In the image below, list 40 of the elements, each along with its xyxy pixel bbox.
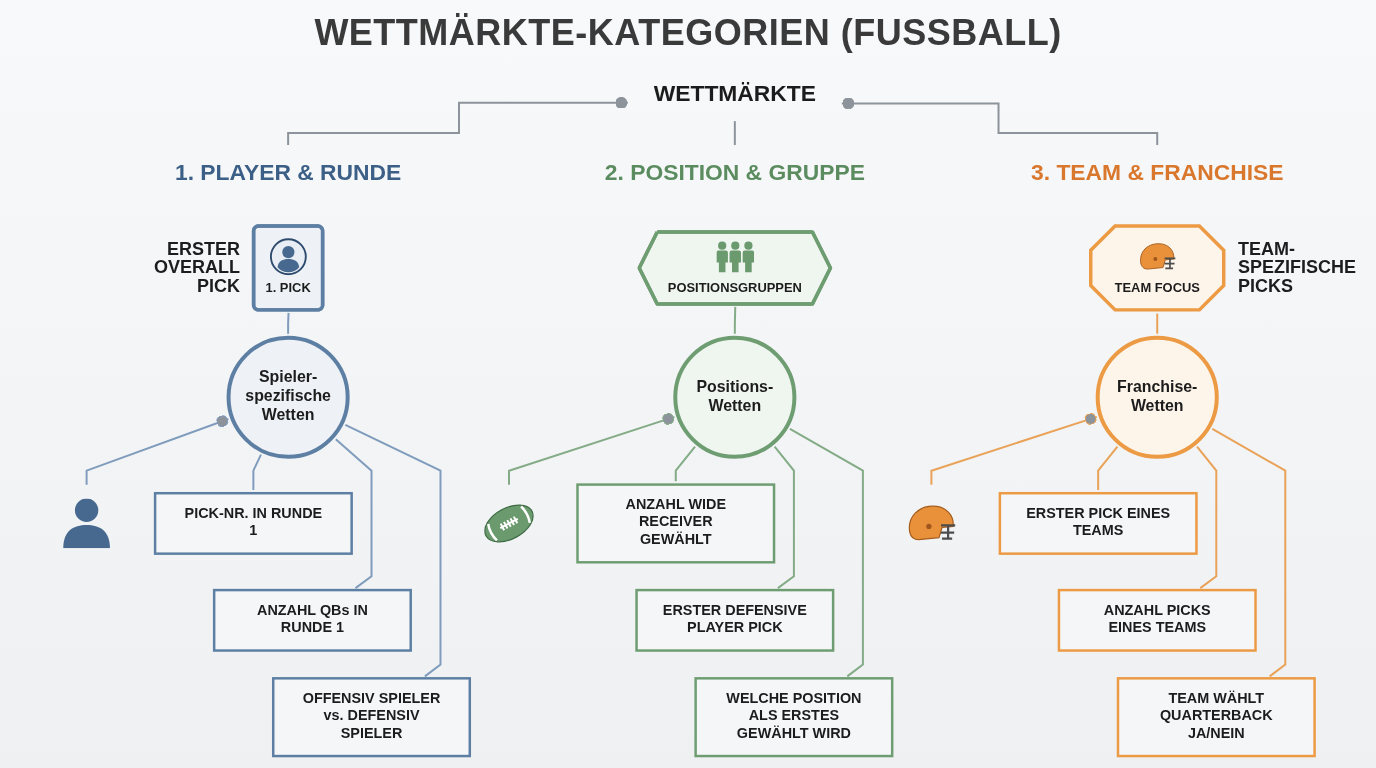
connector-line [287,311,290,335]
node-label: PICK-NR. IN RUNDE 1 [183,505,324,540]
connector-line [930,412,1099,486]
node-label: Spieler- spezifische Wetten [244,367,333,425]
connector-line [287,96,630,146]
node-label: POSITIONSGRUPPEN [668,279,803,295]
connector-line [734,305,737,335]
node-label: Franchise- Wetten [1116,377,1199,416]
side-label: ERSTER OVERALL PICK [152,239,240,297]
section-heading: 3. TEAM & FRANCHISE [1031,158,1284,185]
connector-line [773,445,796,590]
connector-line [1211,427,1287,678]
connector-line [734,120,737,146]
node-label: OFFENSIV SPIELER vs. DEFENSIV SPIELER [302,690,442,743]
section-heading: 1. PLAYER & RUNDE [175,158,402,185]
connector-line [789,427,865,678]
connector-line [675,445,697,483]
diagram-title: WETTMÄRKTE-KATEGORIEN (FUSSBALL) [314,12,1062,54]
connector-line [1156,312,1159,335]
connector-line [841,97,1159,146]
connector-line [335,438,373,590]
connector-line [508,412,676,486]
node-label: WELCHE POSITION ALS ERSTES GEWÄHLT WIRD [725,690,863,743]
node-label: Positions- Wetten [695,377,775,416]
connector-line [344,423,442,678]
node-label: ANZAHL WIDE RECEIVER GEWÄHLT [624,496,728,549]
root-label: WETTMÄRKTE [653,79,817,106]
connector-line [1097,445,1119,491]
section-heading: 2. POSITION & GRUPPE [605,158,866,185]
node-label: ANZAHL QBs IN RUNDE 1 [256,602,370,637]
side-label: TEAM- SPEZIFISCHE PICKS [1238,239,1358,297]
node-label: ERSTER DEFENSIVE PLAYER PICK [662,602,809,637]
connector-line [1196,445,1218,590]
node-label: ERSTER PICK EINES TEAMS [1025,505,1172,540]
connector-line [85,415,230,486]
node-label: TEAM WÄHLT QUARTERBACK JA/NEIN [1159,690,1274,743]
node-label: 1. PICK [265,279,311,295]
node-label: ANZAHL PICKS EINES TEAMS [1103,602,1212,637]
node-label: TEAM FOCUS [1114,279,1201,295]
connector-line [252,453,263,491]
